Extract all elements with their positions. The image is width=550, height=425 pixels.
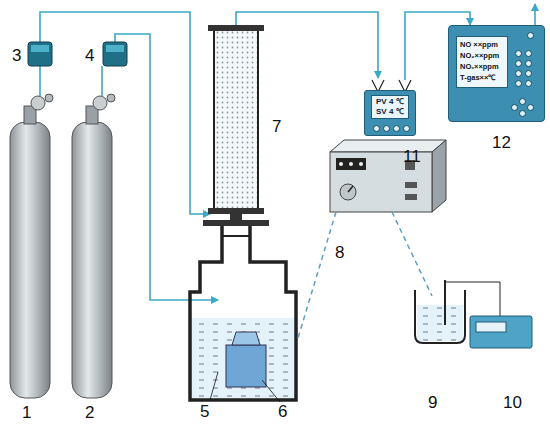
- panel-button: [393, 125, 400, 132]
- display-reading: T-gas××℃: [460, 73, 504, 84]
- display-reading: SV 4 ℃: [376, 107, 404, 117]
- callout-number: 3: [12, 47, 21, 64]
- panel-button: [525, 70, 532, 77]
- gas-cylinder: [10, 94, 115, 398]
- display-screen: NO ××ppmNO₂××ppmNOₓ××ppmT-gas××℃: [456, 36, 508, 88]
- callout-number: 10: [503, 394, 522, 411]
- flow-meter: [28, 42, 127, 66]
- panel-button: [519, 98, 526, 105]
- panel-button: [373, 125, 380, 132]
- panel-button: [515, 70, 522, 77]
- callout-number: 4: [85, 47, 94, 64]
- panel-button: [527, 104, 534, 111]
- callout-number: 11: [403, 148, 421, 165]
- panel-button: [525, 60, 532, 67]
- panel-button: [511, 104, 518, 111]
- cable: [298, 212, 432, 338]
- panel-button: [525, 80, 532, 87]
- panel-button: [515, 50, 522, 57]
- callout-number: 2: [85, 404, 94, 421]
- callout-number: 6: [278, 403, 287, 420]
- callout-number: 12: [492, 134, 511, 151]
- thermometer: [470, 316, 532, 348]
- panel-button: [525, 50, 532, 57]
- panel-button: [403, 125, 410, 132]
- callout-number: 8: [335, 244, 344, 261]
- reactor: [190, 220, 296, 402]
- gas-analyzer: NO ××ppmNO₂××ppmNOₓ××ppmT-gas××℃: [448, 25, 545, 122]
- panel-button: [515, 80, 522, 87]
- callout-number: 9: [428, 394, 437, 411]
- panel-button: [515, 60, 522, 67]
- display-reading: NO ××ppm: [460, 40, 504, 51]
- callout-number: 1: [22, 404, 31, 421]
- panel-button: [527, 32, 534, 39]
- display-reading: PV 4 ℃: [376, 97, 404, 107]
- temperature-controller: PV 4 ℃SV 4 ℃: [364, 90, 416, 136]
- packed-column: [208, 25, 264, 220]
- ultrasonic-generator: [330, 140, 446, 212]
- display-screen: PV 4 ℃SV 4 ℃: [371, 95, 409, 119]
- gas-line: [40, 4, 535, 300]
- callout-number: 7: [272, 118, 281, 135]
- display-reading: NOₓ××ppm: [460, 62, 504, 73]
- panel-button: [519, 110, 526, 117]
- panel-button: [383, 125, 390, 132]
- callout-number: 5: [200, 403, 209, 420]
- display-reading: NO₂××ppm: [460, 51, 504, 62]
